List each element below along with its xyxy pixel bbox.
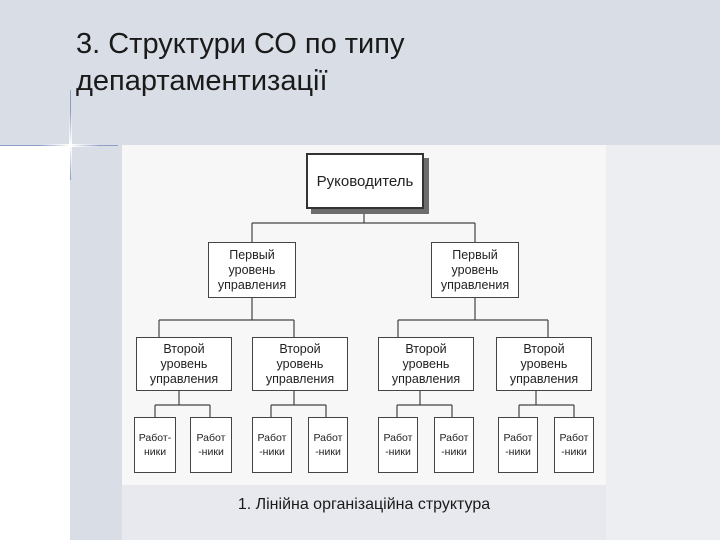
decor-sparkle-vertical [69,112,72,178]
slide-left-band [0,145,70,540]
org-chart-connectors [154,209,575,417]
org-box-level2-2: Второй уровень управления [252,337,348,391]
org-box-level1-left: Первый уровень управления [208,242,296,298]
diagram-caption: 1. Лінійна організаційна структура [237,496,491,513]
org-box-workers-5: Работ -ники [378,417,418,473]
org-box-workers-8: Работ -ники [554,417,594,473]
slide-title: 3. Структури СО по типу департаментизаці… [76,26,596,100]
org-box-level2-1: Второй уровень управления [136,337,232,391]
org-box-workers-4: Работ -ники [308,417,348,473]
slide-title-line-1: 3. Структури СО по типу [76,28,405,60]
slide-left-column [70,0,122,540]
org-box-level2-3: Второй уровень управления [378,337,474,391]
org-chart-panel: Руководитель Первый уровень управления П… [122,145,606,485]
org-box-workers-7: Работ -ники [498,417,538,473]
org-box-workers-3: Работ -ники [252,417,292,473]
org-box-workers-1: Работ- ники [134,417,176,473]
org-box-head: Руководитель [306,153,424,209]
slide-title-line-2: департаментизації [76,65,328,97]
org-box-workers-6: Работ -ники [434,417,474,473]
org-box-workers-2: Работ -ники [190,417,232,473]
org-box-level1-right: Первый уровень управления [431,242,519,298]
org-box-level2-4: Второй уровень управления [496,337,592,391]
slide-bottom-band [122,484,606,540]
slide-right-column [606,145,720,540]
